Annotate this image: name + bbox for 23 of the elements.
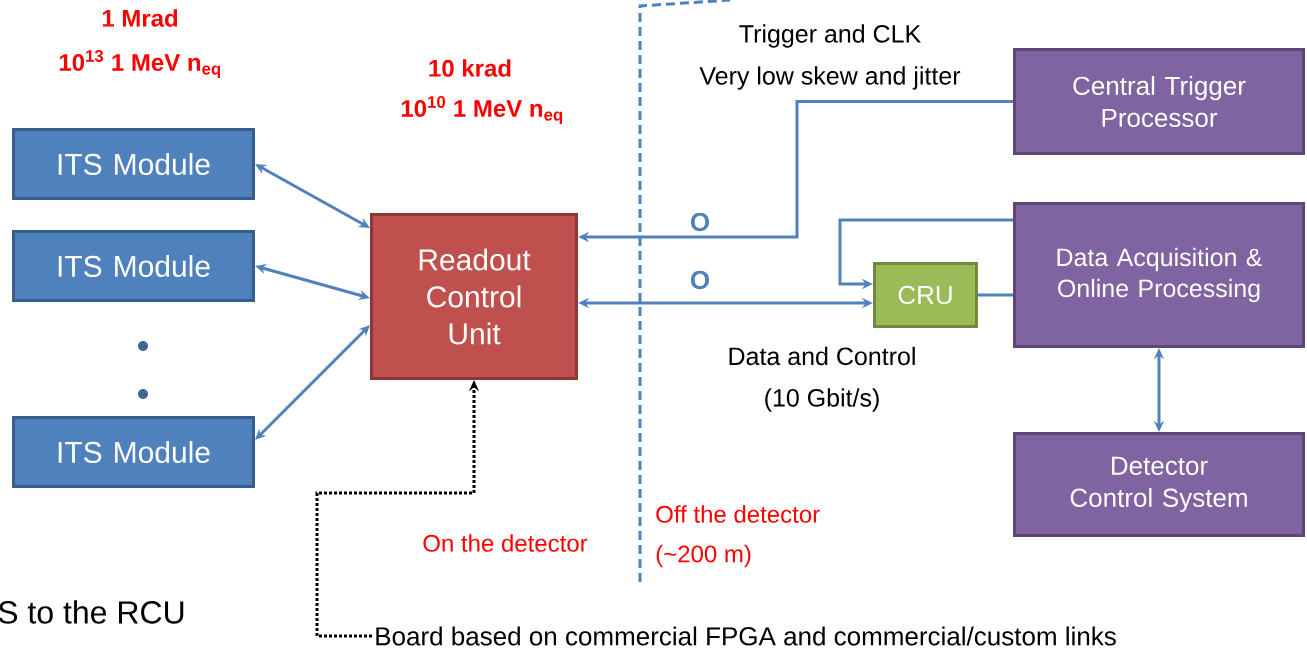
annotation-text: (~200 m) [656, 544, 751, 568]
module-box: ITS Module [12, 230, 255, 302]
annotation-text: Very low skew and jitter [699, 66, 961, 90]
edge-label: O [688, 269, 712, 291]
annotation-text: Data and Control [729, 346, 915, 366]
module-box: ITS Module [12, 416, 255, 488]
processor-box: Central Trigger Processor [1013, 48, 1305, 155]
annotation-text: 10$^{10}$ 1 MeV n$_{eq}$ [401, 96, 563, 124]
annotation-text: On the detector [423, 534, 588, 552]
annotation-text: Trigger and CLK [739, 24, 921, 48]
annotation-text: (10 Gbit/s) [765, 388, 879, 412]
annotation-text: Off the detector [656, 505, 820, 523]
annotation-text: 1 Mrad [102, 9, 178, 27]
processor-box: Data Acquisition & Online Processing [1013, 202, 1305, 348]
connector-arrow [255, 325, 370, 440]
readout-unit-box: Readout Control Unit [370, 213, 578, 380]
annotation-text: 10$^{13}$ 1 MeV n$_{eq}$ [59, 50, 221, 78]
cru-box: CRU [873, 262, 978, 328]
edge-label: O [688, 211, 712, 233]
annotation-text: 10 krad [429, 59, 511, 77]
module-box: ITS Module [12, 128, 255, 200]
system-box: Detector Control System [1013, 432, 1305, 537]
note-text: Board based on commercial FPGA and commercial/custom links [376, 626, 1116, 646]
